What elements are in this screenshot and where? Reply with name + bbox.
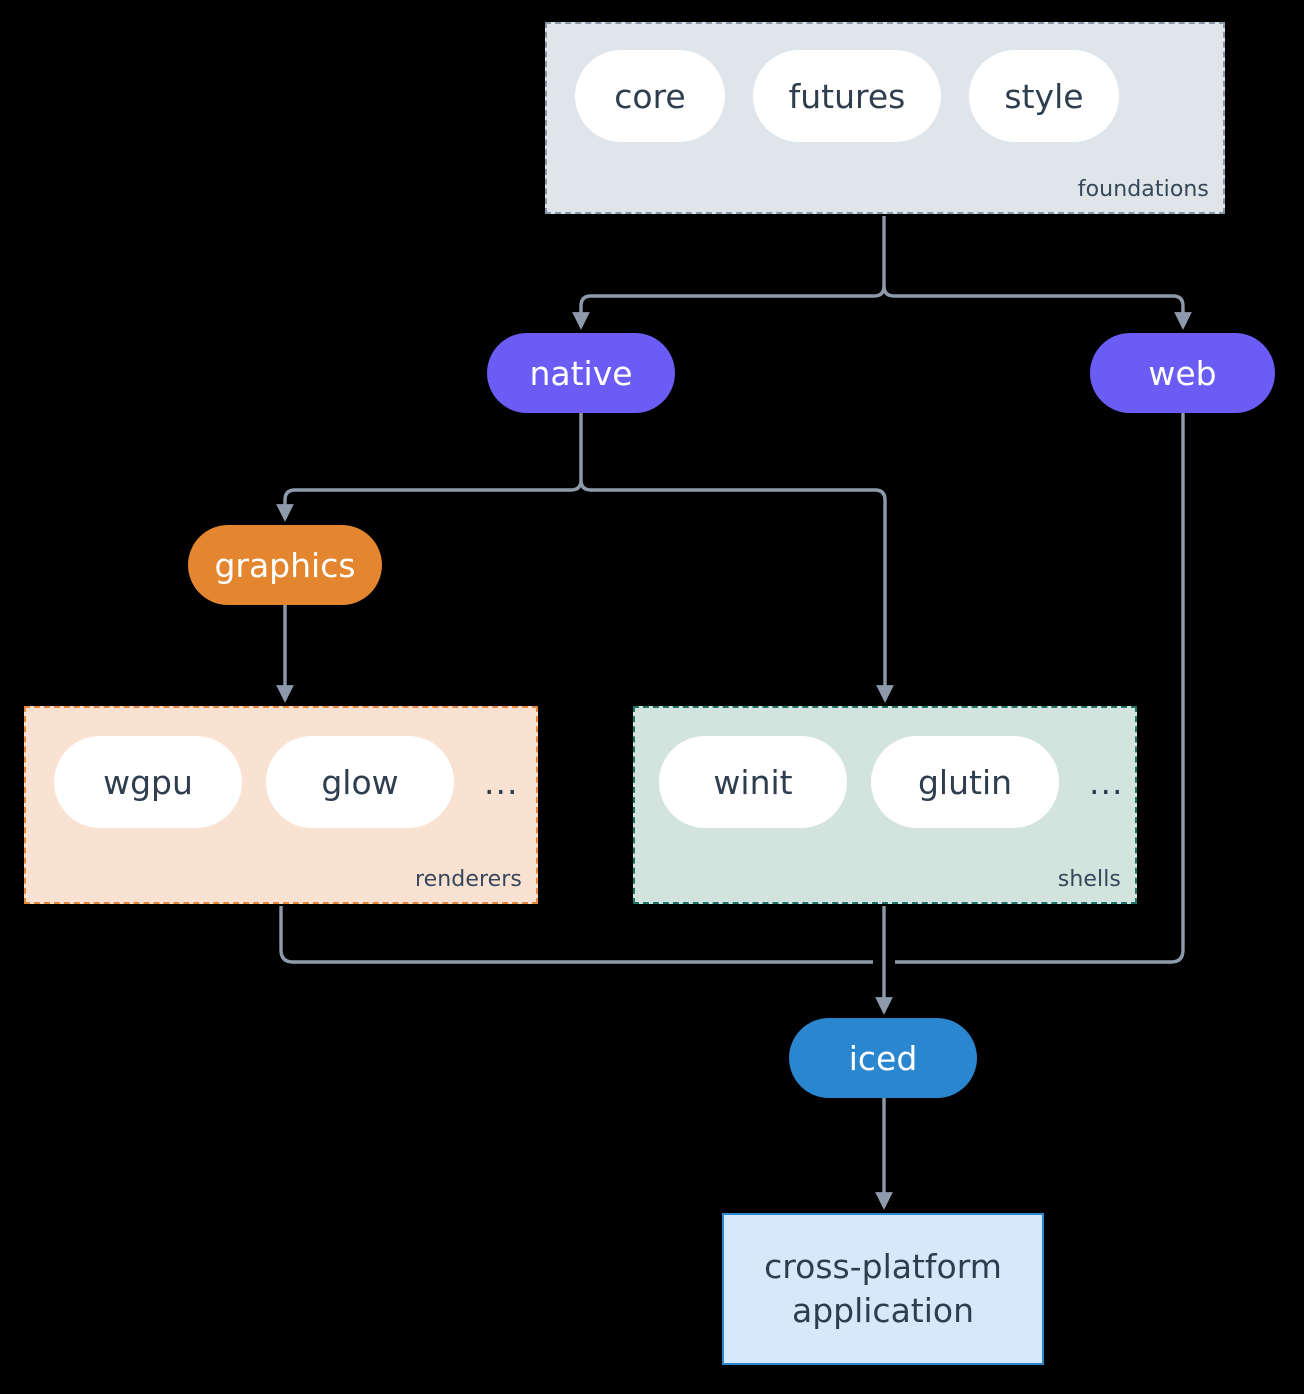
- edge-native-to-graphics: [276, 479, 583, 522]
- renderers-ellipsis: ...: [484, 762, 519, 802]
- group-renderers-label: renderers: [414, 867, 522, 892]
- edge-foundations-to-native: [572, 285, 886, 330]
- group-foundations-items: core futures style: [547, 24, 1223, 142]
- edge-native-to-shells: [579, 479, 894, 703]
- node-iced[interactable]: iced: [789, 1018, 977, 1098]
- node-graphics[interactable]: graphics: [188, 525, 382, 605]
- node-wgpu[interactable]: wgpu: [54, 736, 242, 828]
- edge-renderers-to-iced: [279, 906, 873, 964]
- shells-ellipsis: ...: [1089, 762, 1124, 802]
- group-shells-items: winit glutin ...: [635, 708, 1135, 828]
- node-web[interactable]: web: [1090, 333, 1275, 413]
- node-futures[interactable]: futures: [753, 50, 941, 142]
- group-shells-label: shells: [1057, 867, 1121, 892]
- edge-foundations-to-web: [882, 285, 1192, 330]
- node-winit[interactable]: winit: [659, 736, 847, 828]
- group-shells[interactable]: winit glutin ... shells: [633, 706, 1137, 904]
- node-native[interactable]: native: [487, 333, 675, 413]
- group-foundations-label: foundations: [1077, 177, 1209, 202]
- application-line-2: application: [791, 1291, 975, 1330]
- node-glow[interactable]: glow: [266, 736, 454, 828]
- group-renderers[interactable]: wgpu glow ... renderers: [24, 706, 538, 904]
- node-core[interactable]: core: [575, 50, 725, 142]
- application-line-1: cross-platform: [764, 1247, 1002, 1287]
- group-foundations[interactable]: core futures style foundations: [545, 22, 1225, 214]
- group-renderers-items: wgpu glow ...: [26, 708, 536, 828]
- node-style[interactable]: style: [969, 50, 1119, 142]
- node-glutin[interactable]: glutin: [871, 736, 1059, 828]
- node-cross-platform-application[interactable]: cross-platform application: [722, 1213, 1044, 1365]
